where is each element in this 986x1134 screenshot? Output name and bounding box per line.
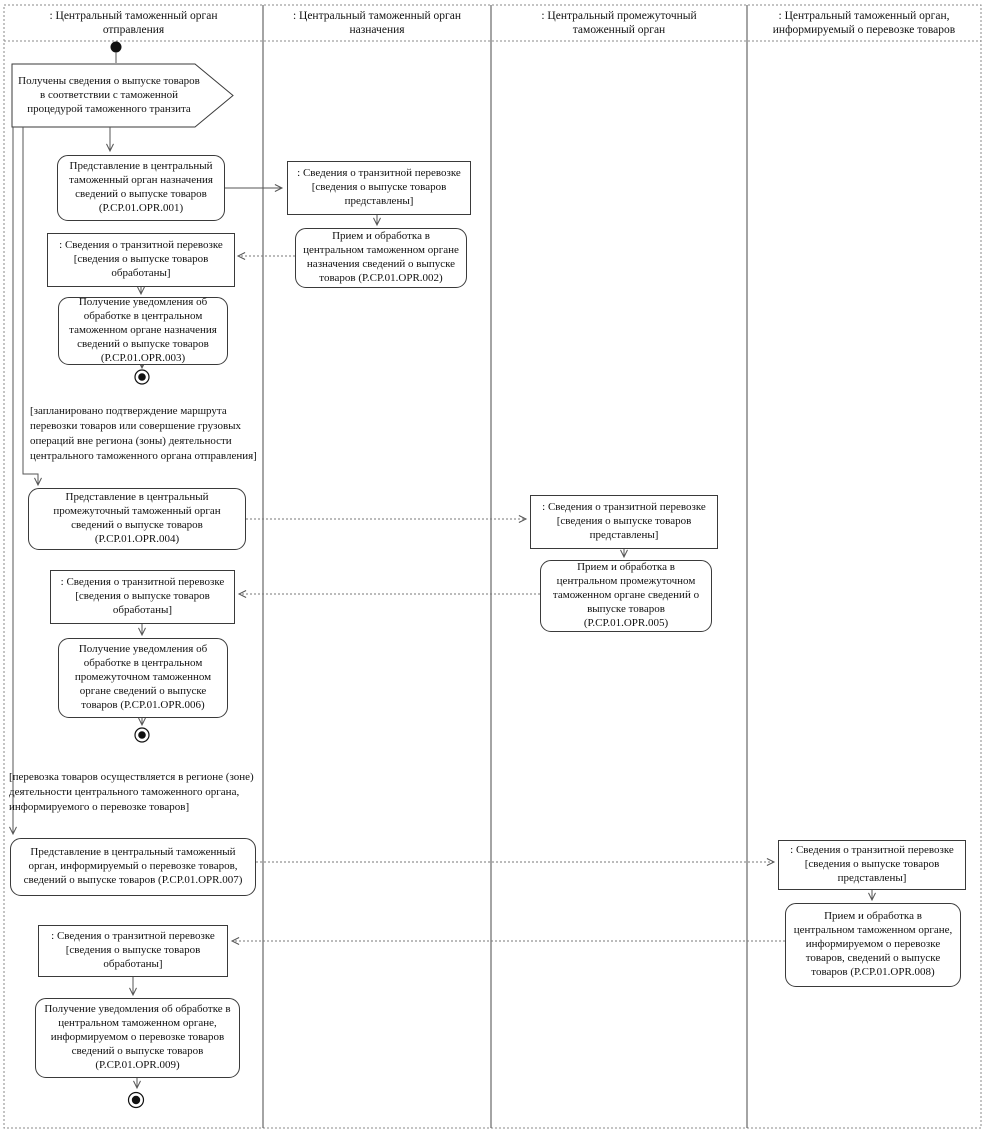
diagram-frame [3, 4, 982, 1129]
lane-header-intermediate: : Центральный промежуточный таможенный о… [541, 9, 697, 36]
action-opr004: Представление в центральный промежуточны… [28, 488, 246, 550]
initial-node [110, 41, 122, 53]
action-opr002: Прием и обработка в центральном таможенн… [295, 228, 467, 288]
lane-header-informed: : Центральный таможенный орган, информир… [772, 9, 956, 36]
final-node-2 [138, 731, 146, 739]
action-opr009: Получение уведомления об обработке в цен… [35, 998, 240, 1078]
action-opr007: Представление в центральный таможенный о… [10, 838, 256, 896]
guard-region-informed: [перевозка товаров осуществляется в реги… [9, 771, 254, 813]
guard-route-outside-region: [запланировано подтверждение маршрута пе… [30, 405, 257, 462]
object-transit-processed-2: : Сведения о транзитной перевозке [сведе… [50, 570, 235, 624]
flow-signal-to-opr004 [22, 127, 42, 487]
action-opr006: Получение уведомления об обработке в цен… [58, 638, 228, 718]
lane-header-destination: : Центральный таможенный орган назначени… [292, 9, 462, 36]
action-opr005: Прием и обработка в центральном промежут… [540, 560, 712, 632]
object-transit-processed-3: : Сведения о транзитной перевозке [сведе… [38, 925, 228, 977]
signal-received-release-info: Получены сведения о выпуске товаров в со… [18, 74, 200, 116]
final-node-3 [131, 1095, 141, 1105]
object-transit-submitted-informed: : Сведения о транзитной перевозке [сведе… [778, 840, 966, 890]
object-transit-submitted-interm: : Сведения о транзитной перевозке [сведе… [530, 495, 718, 549]
action-opr001: Представление в центральный таможенный о… [57, 155, 225, 221]
object-transit-submitted-dest: : Сведения о транзитной перевозке [сведе… [287, 161, 471, 215]
object-transit-processed-1: : Сведения о транзитной перевозке [сведе… [47, 233, 235, 287]
lane-header-departure: : Центральный таможенный орган отправлен… [49, 9, 218, 36]
action-opr003: Получение уведомления об обработке в цен… [58, 296, 228, 365]
signal-receipt-shape [11, 63, 234, 128]
action-opr008: Прием и обработка в центральном таможенн… [785, 903, 961, 987]
final-node-1 [138, 373, 146, 381]
